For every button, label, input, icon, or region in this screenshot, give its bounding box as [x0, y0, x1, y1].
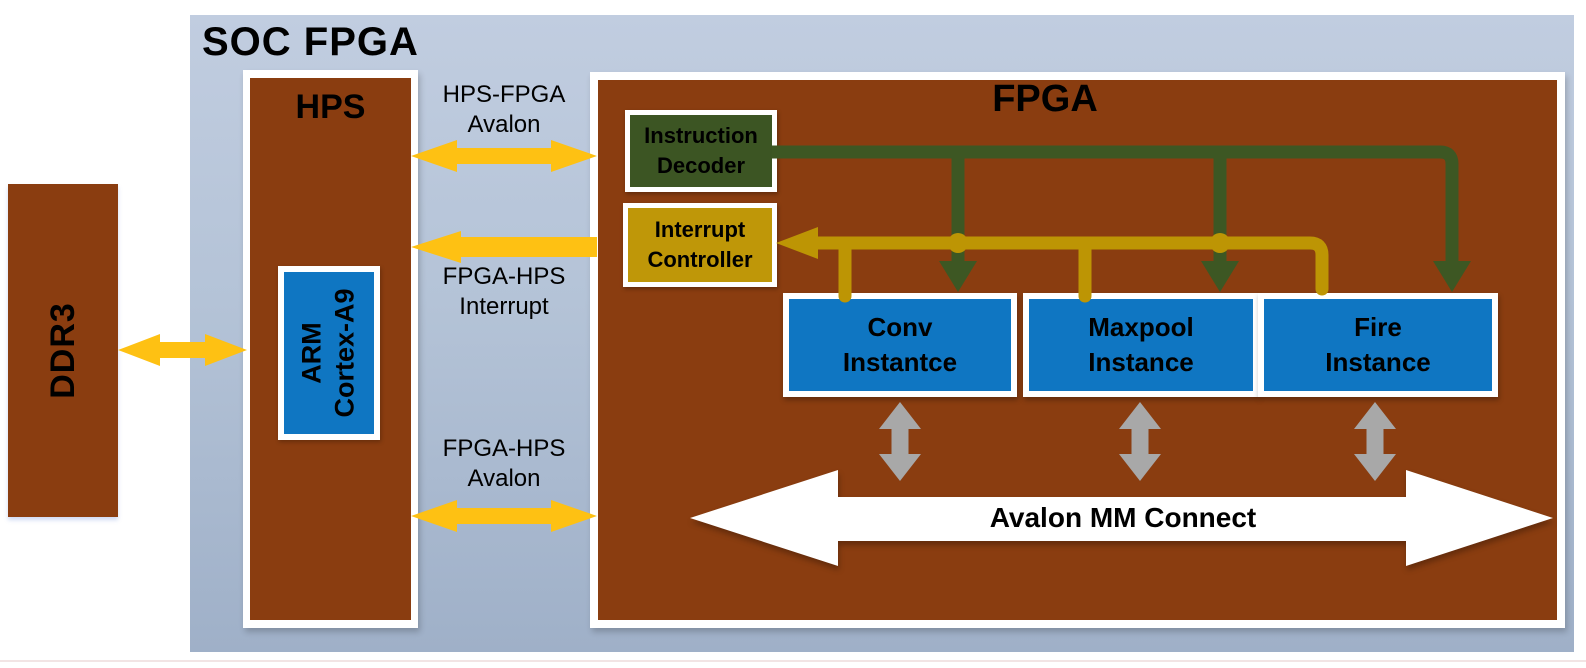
conv-instance-label: Conv Instantce: [842, 312, 958, 377]
fpga-hps-avalon-label: FPGA-HPS Avalon: [442, 435, 566, 492]
instruction-decoder-label: Instruction Decoder: [644, 123, 758, 178]
interrupt-controller-label: Interrupt Controller: [647, 217, 753, 272]
conv-instance-fill: [789, 299, 1011, 391]
avalon-mm-connect-label: Avalon MM Connect: [989, 502, 1257, 533]
arm-cortex-a9-label: ARM Cortex-A9: [297, 288, 360, 418]
ddr3-box: DDR3: [8, 184, 118, 517]
conv-instance-box: Conv Instantce: [783, 293, 1017, 397]
fire-instance-fill: [1264, 299, 1492, 391]
bottom-shadow-line: [0, 660, 1586, 662]
maxpool-instance-label: Maxpool Instance: [1088, 312, 1194, 377]
hps-title: HPS: [295, 88, 366, 126]
fire-instance-box: Fire Instance: [1258, 293, 1498, 397]
interrupt-controller-fill: [628, 208, 772, 282]
instruction-decoder-fill: [630, 115, 772, 187]
fire-instance-label: Fire Instance: [1325, 312, 1431, 377]
hps-fpga-avalon-label: HPS-FPGA Avalon: [442, 81, 566, 138]
fpga-hps-interrupt-label: FPGA-HPS Interrupt: [442, 263, 566, 320]
maxpool-instance-box: Maxpool Instance: [1023, 293, 1259, 397]
instruction-decoder-box: Instruction Decoder: [625, 110, 777, 192]
soc-fpga-title: SOC FPGA: [202, 20, 419, 64]
arm-cortex-a9-box: ARM Cortex-A9: [278, 266, 380, 440]
fpga-title: FPGA: [992, 78, 1098, 120]
arm-cortex-a9-fill: ARM Cortex-A9: [284, 272, 374, 434]
ddr3-label: DDR3: [43, 302, 82, 399]
interrupt-controller-box: Interrupt Controller: [623, 203, 777, 287]
maxpool-instance-fill: [1029, 299, 1253, 391]
